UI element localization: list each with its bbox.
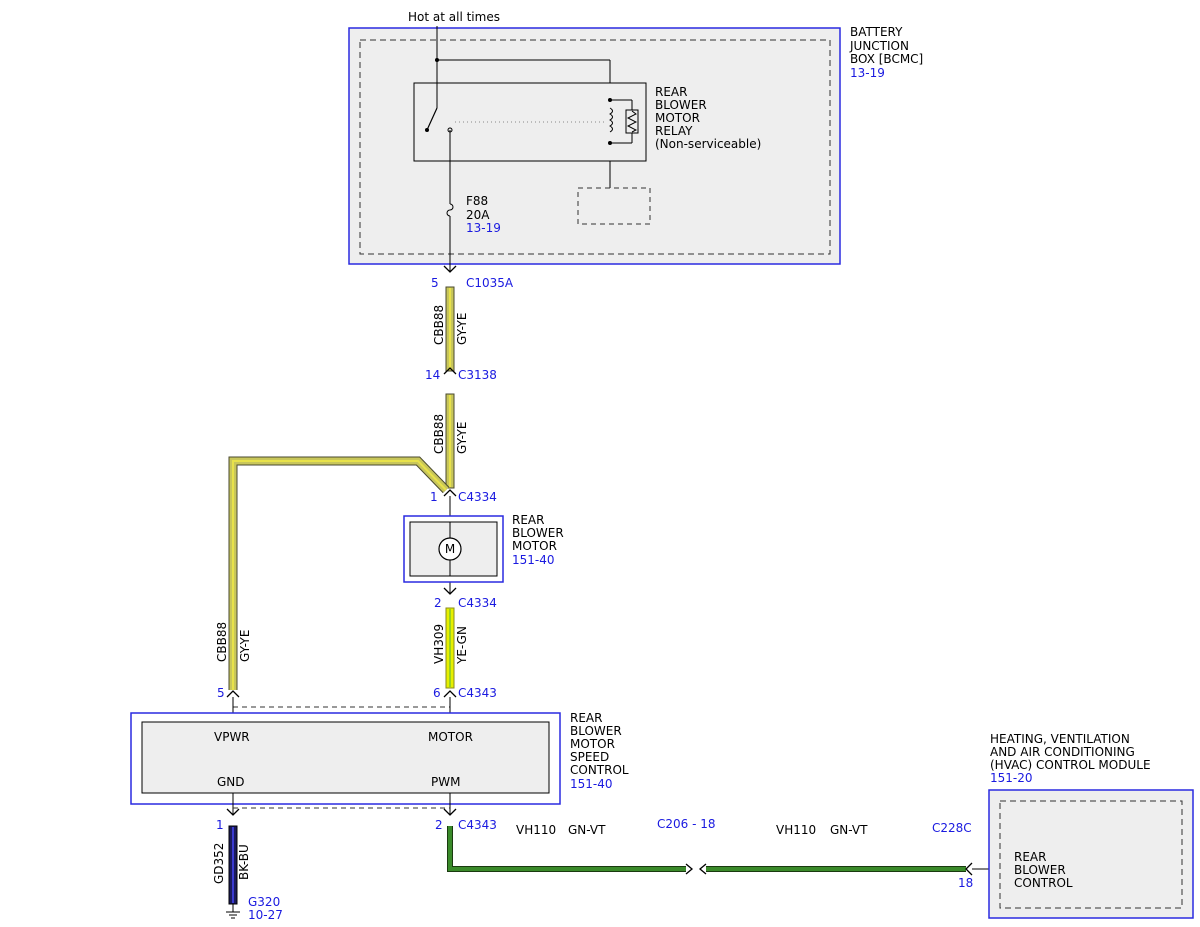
speedctl-vpwr: VPWR — [214, 730, 250, 744]
hvac-inner-2: BLOWER — [1014, 863, 1066, 877]
wire4-color: GY-YE — [238, 630, 252, 662]
wire5-color: GN-VT — [568, 823, 606, 837]
bjb-name-2: JUNCTION — [849, 39, 909, 53]
relay-name-3: MOTOR — [655, 111, 700, 125]
c4334-pin1-connector-icon — [443, 489, 457, 497]
relay-coil — [609, 107, 613, 133]
bjb-dashed-subbox — [577, 187, 651, 225]
c206-connector-icon-a — [685, 863, 694, 875]
c4343a-name: C4343 — [458, 686, 497, 700]
hvac-name-3: (HVAC) CONTROL MODULE — [990, 758, 1151, 772]
relay-name-5: (Non-serviceable) — [655, 137, 761, 151]
speedctl-name-4: SPEED — [570, 750, 609, 764]
speedctl-name-1: REAR — [570, 711, 602, 725]
c4343-pin6-connector-icon — [443, 690, 457, 698]
c3138-name: C3138 — [458, 368, 497, 382]
c206-connector-icon-b — [698, 863, 707, 875]
speedctl-name-3: MOTOR — [570, 737, 615, 751]
relay-name-2: BLOWER — [655, 98, 707, 112]
relay-box — [413, 82, 647, 162]
hvac-name-2: AND AIR CONDITIONING — [990, 745, 1135, 759]
c4343-pin5-connector-icon — [226, 690, 240, 698]
bjb-name-3: BOX [BCMC] — [850, 52, 923, 66]
motor-symbol: M — [445, 542, 455, 556]
wire1-circuit: CBB88 — [432, 305, 446, 345]
c4343b-pin: 2 — [435, 818, 443, 832]
wire6-color: GN-VT — [830, 823, 868, 837]
wire4-circuit: CBB88 — [215, 622, 229, 662]
speedctl-gnd: GND — [217, 775, 245, 789]
fuse-rating: 20A — [466, 208, 490, 222]
c4343b-pin1: 1 — [216, 818, 224, 832]
wire6-circuit: VH110 — [776, 823, 816, 837]
wire3-color: YE-GN — [455, 626, 469, 665]
ground-ref: 10-27 — [248, 908, 283, 922]
wire2-circuit: CBB88 — [432, 414, 446, 454]
wire-cbb88-branch-stripe — [232, 460, 447, 690]
bjb-inner-dashed — [359, 39, 831, 255]
c4334b-pin: 2 — [434, 596, 442, 610]
wire-vh110-seg1 — [448, 826, 686, 871]
c228c-connector-icon — [965, 862, 973, 876]
c1035a-name: C1035A — [466, 276, 514, 290]
hvac-inner-dashed — [999, 800, 1183, 909]
relay-switch-arm — [426, 107, 438, 131]
wire2-color: GY-YE — [455, 422, 469, 454]
speedctl-inner-box — [141, 721, 550, 794]
c4334b-name: C4334 — [458, 596, 497, 610]
hvac-inner-1: REAR — [1014, 850, 1046, 864]
speedctl-name-5: CONTROL — [570, 763, 629, 777]
relay-name-1: REAR — [655, 85, 687, 99]
c4343-pin1-connector-icon — [226, 808, 240, 816]
ground-wire-color: BK-BU — [237, 844, 251, 880]
hvac-inner-3: CONTROL — [1014, 876, 1073, 890]
c228c-name: C228C — [932, 821, 972, 835]
c4334a-name: C4334 — [458, 490, 497, 504]
speedctl-name-2: BLOWER — [570, 724, 622, 738]
resistor-box — [625, 109, 639, 134]
hvac-ref: 151-20 — [990, 771, 1033, 785]
fuse-ref: 13-19 — [466, 221, 501, 235]
c1035a-connector-icon — [443, 265, 457, 273]
bjb-ref: 13-19 — [850, 66, 885, 80]
wire1-color: GY-YE — [455, 313, 469, 345]
c4343-pin2-connector-icon — [443, 808, 457, 816]
c4334a-pin: 1 — [430, 490, 438, 504]
bjb-name-1: BATTERY — [850, 25, 903, 39]
power-label: Hot at all times — [408, 10, 500, 24]
c4343b-name: C4343 — [458, 818, 497, 832]
c4334-pin2-connector-icon — [443, 587, 457, 595]
relay-name-4: RELAY — [655, 124, 693, 138]
fuse-id: F88 — [466, 194, 488, 208]
speedctl-motor: MOTOR — [428, 730, 473, 744]
c3138-connector-icon — [443, 367, 457, 375]
hvac-outer-box — [988, 789, 1194, 919]
relay-pivot — [425, 128, 429, 132]
motor-icon — [438, 537, 462, 561]
c4343a-pin: 6 — [433, 686, 441, 700]
c206-label: C206 - 18 — [657, 817, 716, 831]
motor-ref: 151-40 — [512, 553, 555, 567]
fuse-symbol — [446, 203, 454, 217]
c4343a-pin5: 5 — [217, 686, 225, 700]
speedctl-ref: 151-40 — [570, 777, 613, 791]
wire5-circuit: VH110 — [516, 823, 556, 837]
c3138-pin: 14 — [425, 368, 440, 382]
motor-name-1: REAR — [512, 513, 544, 527]
c1035a-pin: 5 — [431, 276, 439, 290]
hvac-name-1: HEATING, VENTILATION — [990, 732, 1130, 746]
c228c-pin: 18 — [958, 876, 973, 890]
ground-wire-circuit: GD352 — [212, 843, 226, 884]
motor-name-2: BLOWER — [512, 526, 564, 540]
resistor-zigzag — [626, 110, 638, 133]
motor-name-3: MOTOR — [512, 539, 557, 553]
ground-name: G320 — [248, 895, 280, 909]
wire3-circuit: VH309 — [432, 624, 446, 664]
speedctl-pwm: PWM — [431, 775, 460, 789]
